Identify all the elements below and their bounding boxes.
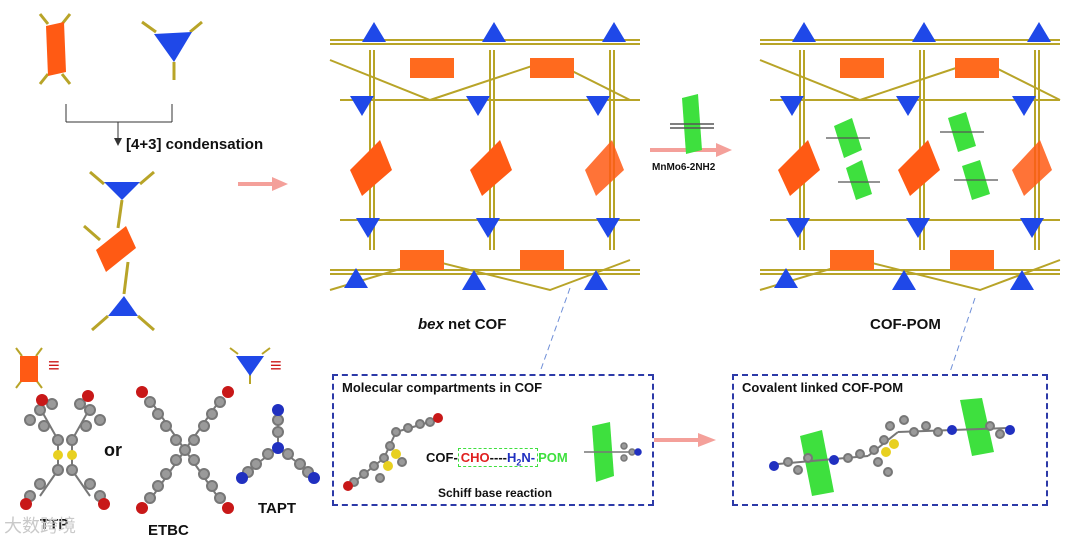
covalent-linked-molecule xyxy=(769,398,1015,496)
tri-legend-icon xyxy=(229,347,271,384)
pointer-line-left xyxy=(539,287,571,373)
watermark: 大数跨境 xyxy=(4,516,76,537)
bex-net-cof-structure xyxy=(329,22,640,292)
etbc-label: ETBC xyxy=(148,522,189,539)
arrow-to-cof xyxy=(238,177,288,191)
bex-rest: net COF xyxy=(443,316,507,333)
pom-cluster-icon xyxy=(670,94,714,154)
n-text: N- xyxy=(521,450,536,465)
dashes-text: ---- xyxy=(489,450,507,465)
molecular-compartments-box: Molecular compartments in COF COF-CHO---… xyxy=(332,374,654,506)
bex-net-cof-label: bex net COF xyxy=(418,316,506,333)
tri-equiv-symbol: ≡ xyxy=(270,355,282,377)
bex-italic: bex xyxy=(418,316,444,333)
schiff-equation: COF-CHO----H2N-POM xyxy=(426,448,568,468)
triangular-node-icon xyxy=(141,20,203,80)
covalent-linked-box: Covalent linked COF-POM xyxy=(732,374,1048,506)
tapt-label: TAPT xyxy=(258,500,297,517)
reaction-highlight: CHO----H2N- xyxy=(457,448,539,468)
ttp-label: TTP xyxy=(40,516,69,533)
cof-pom-label: COF-POM xyxy=(870,316,941,333)
reagent-arrow xyxy=(650,143,732,157)
h-text: H xyxy=(507,450,517,465)
schiff-label: Schiff base reaction xyxy=(438,486,553,500)
reagent-label: MnMo6-2NH2 xyxy=(652,162,716,173)
tapt-molecule xyxy=(236,404,320,484)
or-label: or xyxy=(104,440,122,460)
pointer-line-right xyxy=(949,297,976,373)
rect-equiv-symbol: ≡ xyxy=(48,355,60,377)
box-right-title: Covalent linked COF-POM xyxy=(742,380,904,395)
box-left-title: Molecular compartments in COF xyxy=(342,380,543,395)
condensed-unit-icon xyxy=(83,170,155,332)
cof-prefix: COF- xyxy=(426,450,458,465)
compartment-molecule xyxy=(343,413,443,491)
cho-text: CHO xyxy=(460,450,490,465)
condensation-bracket xyxy=(65,104,173,146)
cof-pom-structure xyxy=(759,22,1061,292)
sub2-text: 2 xyxy=(516,457,522,468)
rect-legend-icon xyxy=(15,347,43,389)
etbc-molecule xyxy=(136,386,234,514)
ttp-molecule xyxy=(20,390,110,510)
condensation-label: [4+3] condensation xyxy=(126,136,264,153)
arrow-between-boxes xyxy=(652,433,716,447)
rectangular-node-icon xyxy=(38,13,72,85)
compartment-pom-icon xyxy=(584,422,642,482)
pom-text: POM xyxy=(538,450,568,465)
